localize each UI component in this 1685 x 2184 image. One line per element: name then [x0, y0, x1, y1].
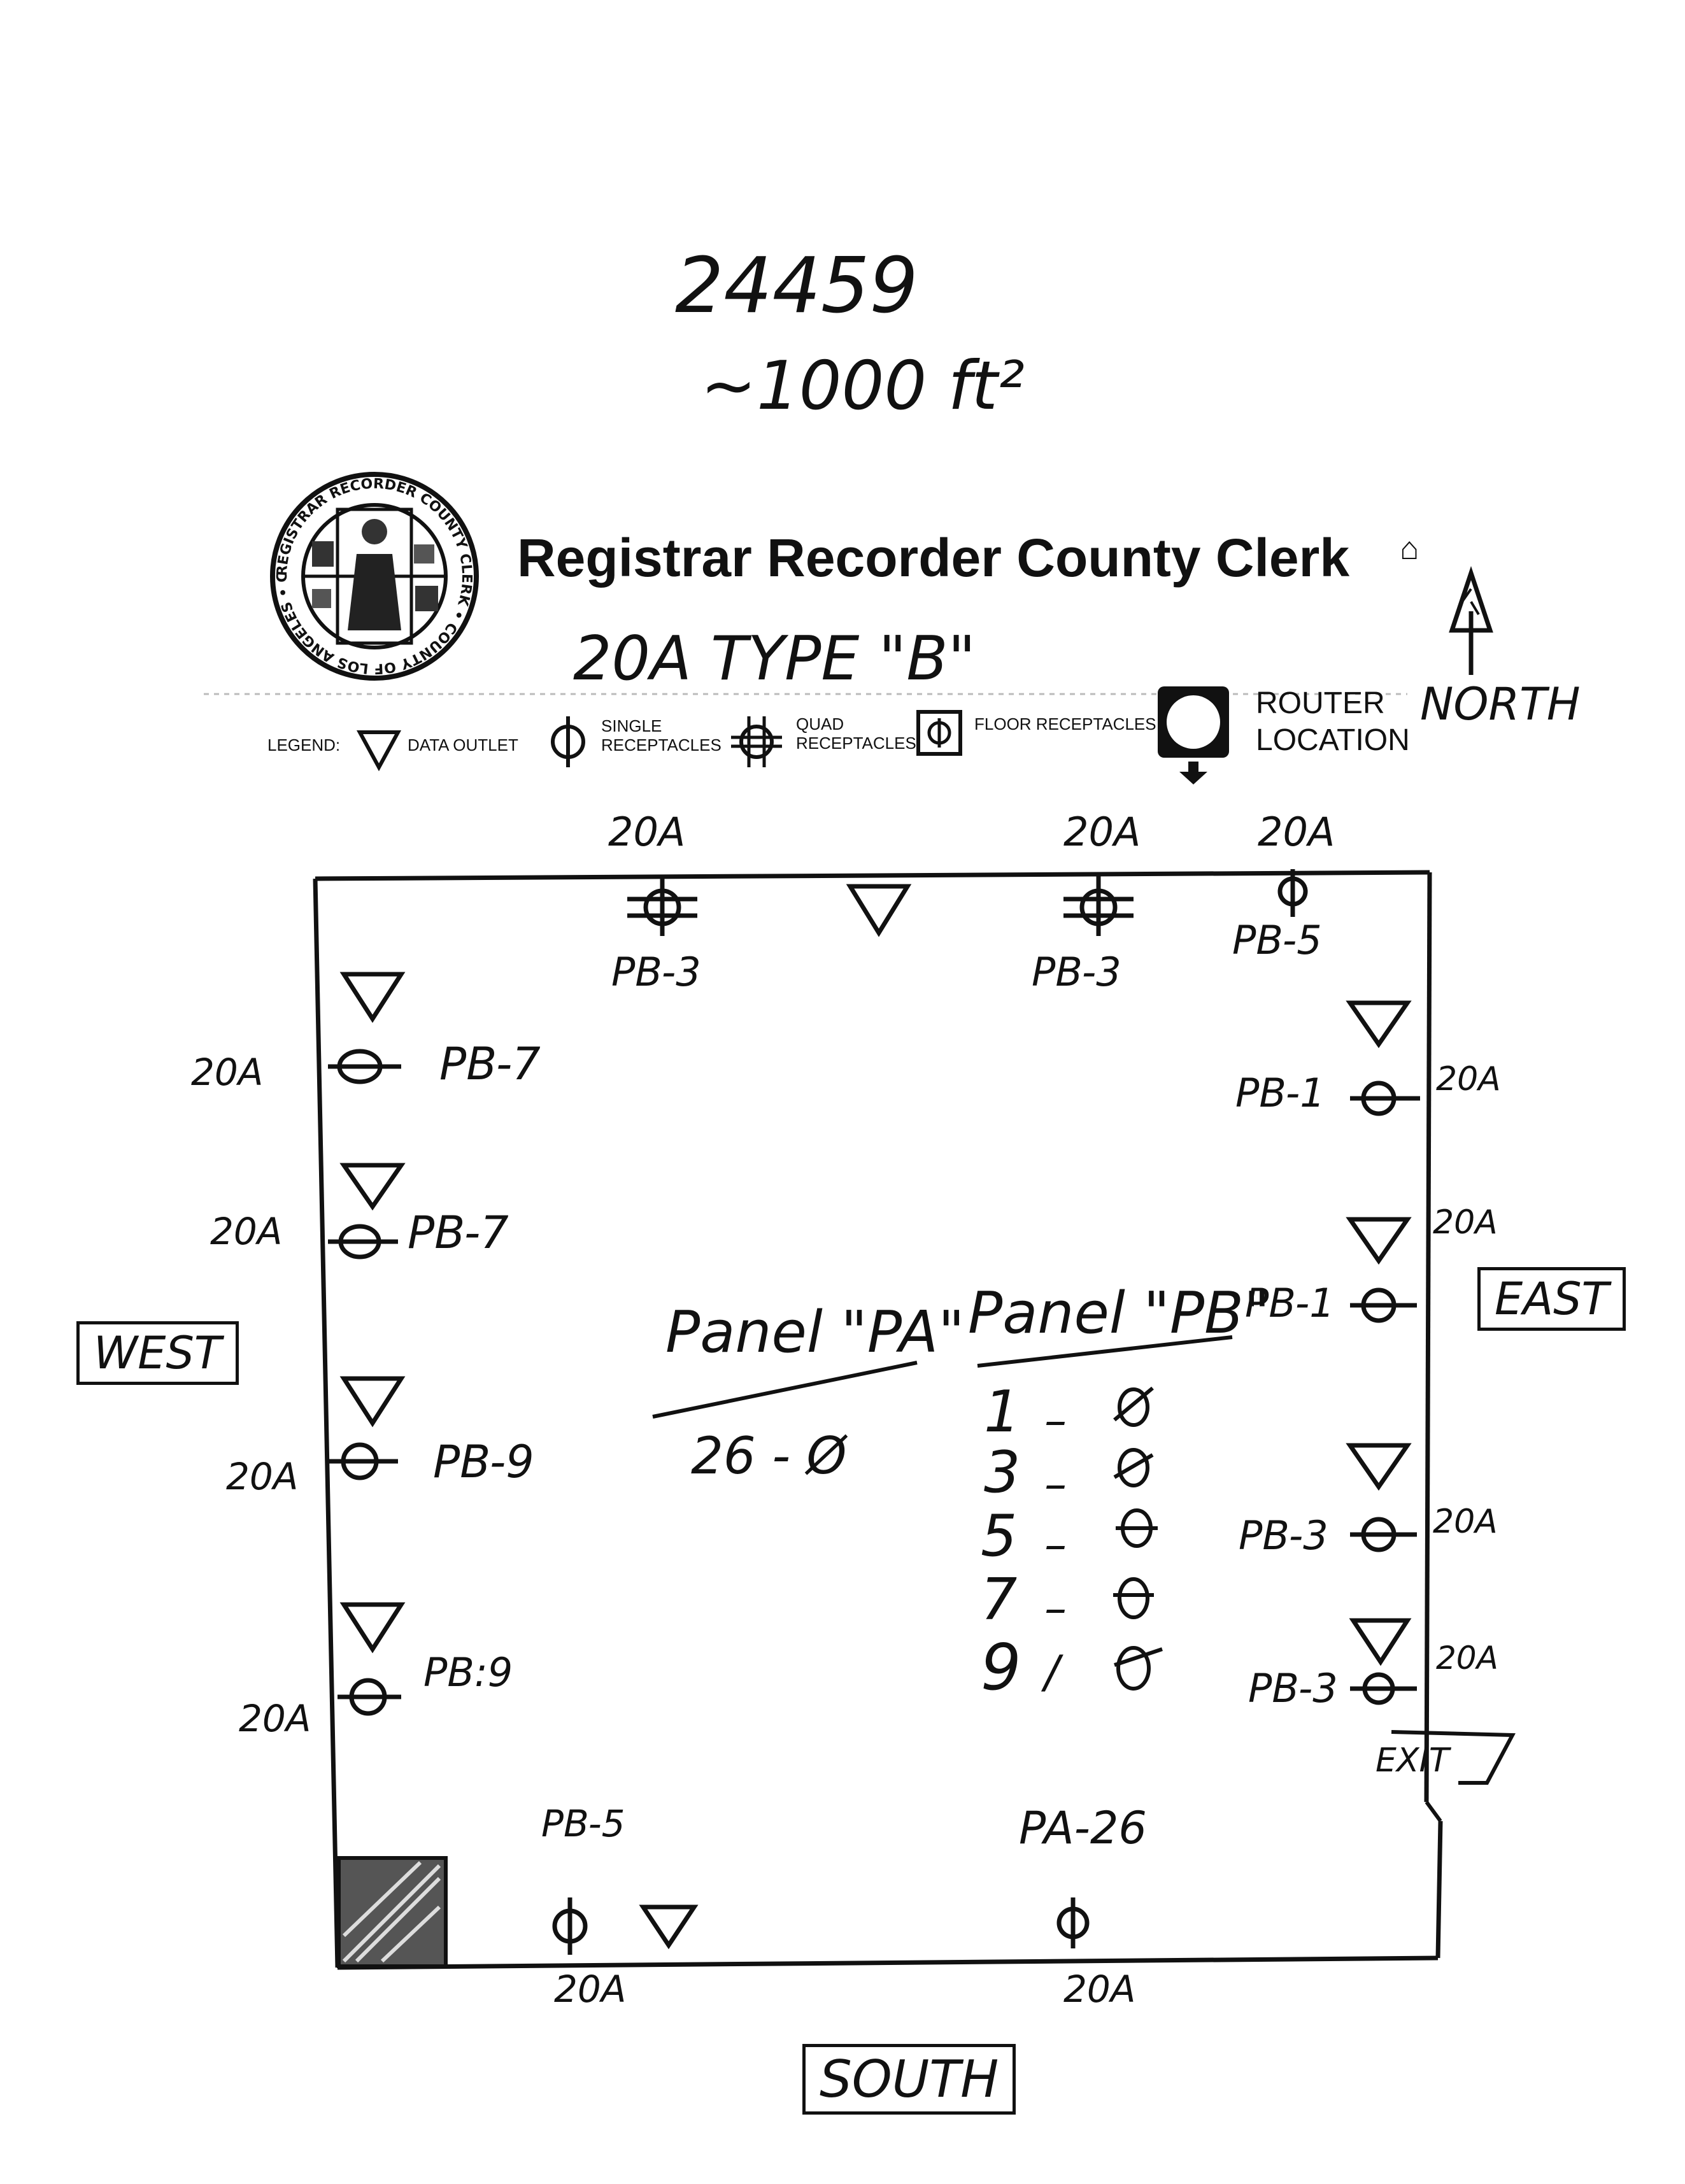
- receptacle-west-4: [338, 1678, 401, 1716]
- home-icon: ⌂: [1400, 530, 1419, 566]
- south-panel-2: PA-26: [1019, 1802, 1147, 1854]
- svg-text:REGISTRAR RECORDER COUNTY CLER: REGISTRAR RECORDER COUNTY CLERK • COUNTY…: [0, 0, 474, 676]
- receptacle-west-3: [328, 1442, 398, 1480]
- east-panel-4: PB-3: [1248, 1665, 1338, 1712]
- receptacle-east-4: [1350, 1672, 1417, 1705]
- panel-pb-circuit-5: 5: [981, 1503, 1018, 1570]
- router-icon: [1158, 686, 1229, 784]
- data-outlet-west-4: [339, 1602, 406, 1654]
- pb-circuit-5-symbol: [1116, 1508, 1158, 1548]
- panel-pb-heading: Panel "PB": [968, 1280, 1270, 1347]
- panel-pb-circuit-9: 9: [981, 1630, 1021, 1705]
- panel-pb-dash-7: –: [1044, 1582, 1067, 1634]
- data-outlet-west-1: [339, 972, 406, 1023]
- quad-receptacle-icon: [731, 716, 782, 767]
- legend-router-label: ROUTER LOCATION: [1256, 686, 1410, 757]
- north-arrow-icon: [1449, 565, 1493, 675]
- east-panel-3: PB-3: [1239, 1512, 1328, 1559]
- data-outlet-south: [639, 1904, 699, 1950]
- panel-pb-circuit-1: 1: [984, 1379, 1021, 1445]
- east-amp-2: 20A: [1433, 1203, 1498, 1242]
- west-label: WEST: [76, 1321, 239, 1385]
- legend-data-outlet-label: DATA OUTLET: [408, 735, 518, 755]
- data-outlet-west-2: [339, 1163, 406, 1211]
- panel-pb-dash-9: /: [1044, 1646, 1060, 1698]
- legend-single-label: SINGLE RECEPTACLES: [601, 716, 722, 755]
- receptacle-east-3: [1350, 1517, 1417, 1552]
- panel-pb-dash-3: –: [1044, 1458, 1067, 1510]
- east-panel-2: PB-1: [1245, 1280, 1335, 1326]
- triangle-down-icon: [356, 730, 402, 772]
- single-receptacle-south-1: [552, 1897, 588, 1955]
- subtitle-note: 20A TYPE "B": [573, 624, 976, 694]
- single-receptacle-icon: [551, 716, 585, 767]
- east-amp-1: 20A: [1436, 1060, 1501, 1098]
- east-amp-3: 20A: [1433, 1503, 1498, 1541]
- quad-receptacle-top-1: [627, 876, 697, 936]
- south-amp-2: 20A: [1063, 1968, 1136, 2011]
- top-panel-1: PB-3: [611, 949, 701, 995]
- data-outlet-east-3: [1346, 1443, 1412, 1491]
- legend-label: LEGEND:: [267, 735, 341, 755]
- legend-quad-label: QUAD RECEPTACLES: [796, 714, 916, 753]
- north-label: NORTH: [1420, 678, 1581, 730]
- legend-floor-label: FLOOR RECEPTACLES: [974, 714, 1156, 734]
- exit-label: EXIT: [1376, 1741, 1449, 1780]
- single-receptacle-south-2: [1056, 1897, 1090, 1948]
- east-label: EAST: [1477, 1267, 1626, 1331]
- west-panel-1: PB-7: [439, 1038, 541, 1090]
- pb-circuit-7-symbol: [1113, 1577, 1154, 1619]
- top-panel-2: PB-3: [1032, 949, 1121, 995]
- south-label: SOUTH: [802, 2044, 1016, 2115]
- corner-shaded-block: [337, 1856, 448, 1968]
- single-receptacle-top-3: [1277, 869, 1308, 917]
- south-panel-1: PB-5: [541, 1802, 625, 1845]
- west-panel-3: PB-9: [433, 1436, 534, 1488]
- top-amp-2: 20A: [1063, 809, 1141, 855]
- west-amp-1: 20A: [191, 1051, 264, 1094]
- west-panel-4: PB:9: [423, 1649, 513, 1696]
- area-note: ~1000 ft²: [700, 347, 1025, 425]
- receptacle-east-1: [1350, 1081, 1420, 1116]
- panel-pa-heading: Panel "PA": [665, 1299, 965, 1366]
- top-panel-3: PB-5: [1232, 917, 1322, 963]
- data-outlet-west-3: [339, 1376, 406, 1428]
- receptacle-west-1: [328, 1049, 401, 1084]
- west-panel-2: PB-7: [408, 1207, 509, 1259]
- data-outlet-east-2: [1346, 1217, 1412, 1265]
- panel-pb-dash-5: –: [1044, 1519, 1067, 1571]
- page-title: Registrar Recorder County Clerk: [517, 528, 1350, 588]
- pb-circuit-3-symbol: [1113, 1448, 1154, 1487]
- west-amp-3: 20A: [226, 1455, 299, 1498]
- quad-receptacle-top-2: [1063, 876, 1134, 936]
- south-amp-1: 20A: [554, 1968, 627, 2011]
- pb-circuit-9-symbol: [1114, 1646, 1163, 1691]
- east-panel-1: PB-1: [1235, 1070, 1325, 1116]
- data-outlet-east-4: [1349, 1618, 1412, 1666]
- receptacle-east-2: [1350, 1287, 1417, 1323]
- receptacle-west-2: [328, 1224, 398, 1259]
- top-amp-1: 20A: [608, 809, 686, 855]
- data-outlet-top: [846, 884, 912, 937]
- data-outlet-east-1: [1346, 1000, 1412, 1049]
- panel-pa-circuit: 26 - Ø: [691, 1426, 847, 1486]
- floor-receptacle-icon: [916, 710, 962, 756]
- east-amp-4: 20A: [1436, 1640, 1498, 1677]
- panel-pb-circuit-7: 7: [981, 1566, 1018, 1633]
- west-amp-2: 20A: [210, 1210, 283, 1253]
- panel-pb-circuit-3: 3: [984, 1439, 1021, 1506]
- pb-circuit-1-symbol: [1113, 1386, 1154, 1427]
- top-amp-3: 20A: [1258, 809, 1335, 855]
- reference-number: 24459: [675, 242, 918, 330]
- panel-pb-dash-1: –: [1044, 1394, 1067, 1447]
- west-amp-4: 20A: [239, 1697, 311, 1740]
